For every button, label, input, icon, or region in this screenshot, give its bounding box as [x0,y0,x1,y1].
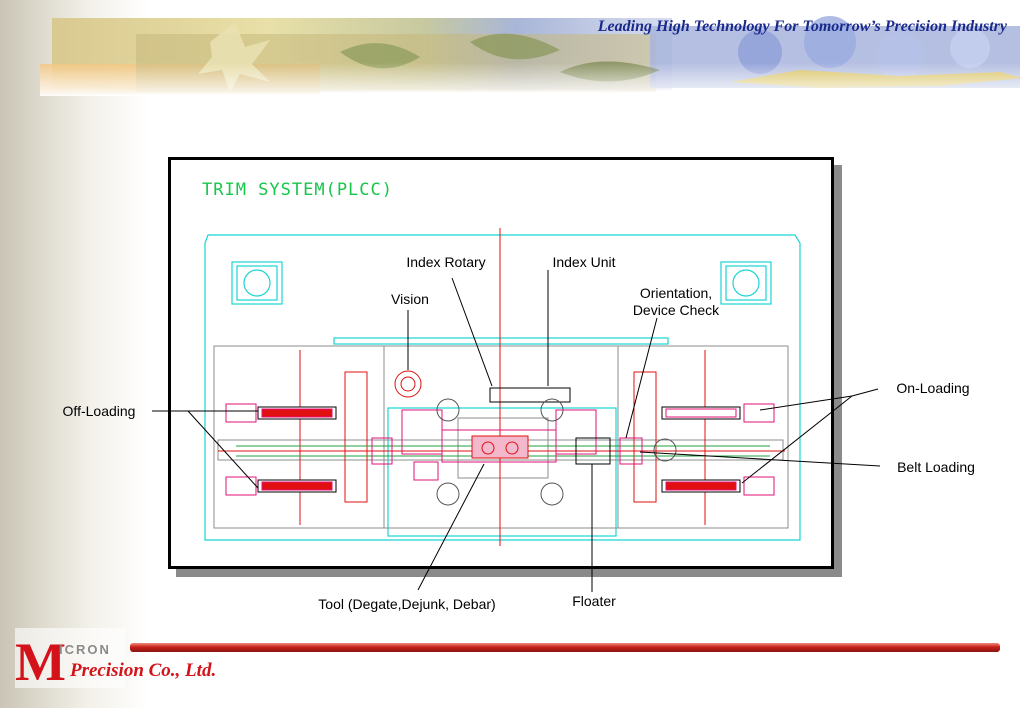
label-tool: Tool (Degate,Dejunk, Debar) [318,596,495,612]
svg-text:ICRON: ICRON [59,642,111,657]
centerlines [218,228,785,546]
mechanism-parts [225,370,775,506]
label-index-rotary: Index Rotary [406,254,485,270]
machine-outline [204,234,801,541]
header-banner: Leading High Technology For Tomorrow’s P… [40,12,1023,96]
label-index-unit: Index Unit [552,254,615,270]
diagram-title: TRIM SYSTEM(PLCC) [202,180,393,200]
banner-collage-image [40,12,1023,96]
label-floater: Floater [572,593,616,609]
label-off-loading: Off-Loading [63,403,136,419]
label-vision: Vision [391,291,429,307]
label-device-check: Device Check [633,302,720,318]
label-orientation: Orientation, [640,285,712,301]
tagline: Leading High Technology For Tomorrow’s P… [597,18,1007,35]
footer-divider-bar [130,643,1000,652]
micron-logo: M ICRON [15,628,125,688]
svg-text:M: M [15,632,66,688]
label-on-loading: On-Loading [896,380,969,396]
label-belt-loading: Belt Loading [897,459,975,475]
diagram-frame [168,157,834,569]
company-name: Precision Co., Ltd. [70,660,217,681]
callout-lines [152,270,881,592]
